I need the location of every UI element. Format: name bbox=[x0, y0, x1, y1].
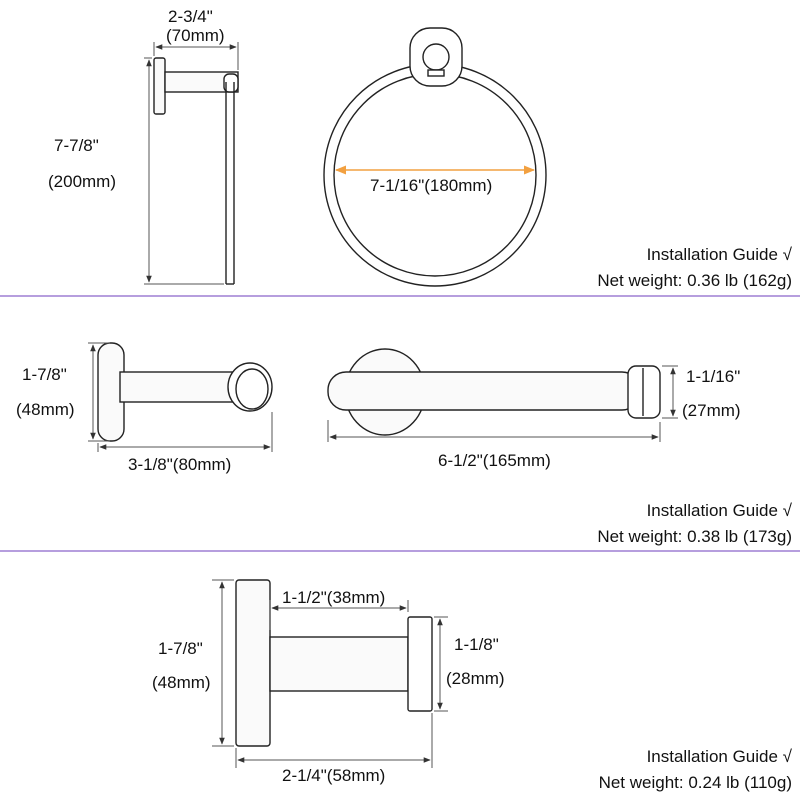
robe-hook-cap-height-mm: (28mm) bbox=[446, 669, 505, 688]
paper-holder-length-label: 6-1/2"(165mm) bbox=[438, 451, 551, 470]
towel-ring-net-weight: Net weight: 0.36 lb (162g) bbox=[597, 271, 792, 290]
paper-holder-front-dimensions bbox=[327, 365, 678, 442]
towel-ring-side-view bbox=[153, 57, 239, 285]
towel-ring-depth-mm: (70mm) bbox=[166, 26, 225, 45]
robe-hook-net-weight: Net weight: 0.24 lb (110g) bbox=[598, 773, 792, 792]
towel-ring-height-inch: 7-7/8" bbox=[54, 136, 99, 155]
towel-ring-side-dimensions bbox=[144, 42, 239, 285]
towel-ring-front-view bbox=[323, 27, 547, 287]
paper-holder-depth-label: 3-1/8"(80mm) bbox=[128, 455, 232, 474]
robe-hook-base-height-mm: (48mm) bbox=[152, 673, 211, 692]
paper-holder-base-height-inch: 1-7/8" bbox=[22, 365, 67, 384]
robe-hook-side-view bbox=[235, 579, 433, 747]
robe-hook-arm-length-label: 1-1/2"(38mm) bbox=[282, 588, 386, 607]
robe-hook-base-height-inch: 1-7/8" bbox=[158, 639, 203, 658]
paper-holder-end-height-mm: (27mm) bbox=[682, 401, 741, 420]
paper-holder-end-height-inch: 1-1/16" bbox=[686, 367, 741, 386]
paper-holder-installation-guide: Installation Guide √ bbox=[646, 501, 792, 520]
robe-hook-dimensions bbox=[212, 579, 448, 768]
robe-hook-installation-guide: Installation Guide √ bbox=[646, 747, 792, 766]
robe-hook-cap-height-inch: 1-1/8" bbox=[454, 635, 499, 654]
paper-holder-base-height-mm: (48mm) bbox=[16, 400, 75, 419]
paper-holder-side-view bbox=[97, 342, 273, 442]
paper-holder-net-weight: Net weight: 0.38 lb (173g) bbox=[597, 527, 792, 546]
robe-hook-total-depth-label: 2-1/4"(58mm) bbox=[282, 766, 386, 785]
towel-ring-installation-guide: Installation Guide √ bbox=[646, 245, 792, 264]
towel-ring-height-mm: (200mm) bbox=[48, 172, 117, 191]
towel-ring-depth-inch: 2-3/4" bbox=[168, 7, 213, 26]
towel-ring-diameter-label: 7-1/16"(180mm) bbox=[370, 176, 493, 195]
paper-holder-front-view bbox=[327, 348, 661, 436]
paper-holder-side-dimensions bbox=[88, 342, 273, 452]
